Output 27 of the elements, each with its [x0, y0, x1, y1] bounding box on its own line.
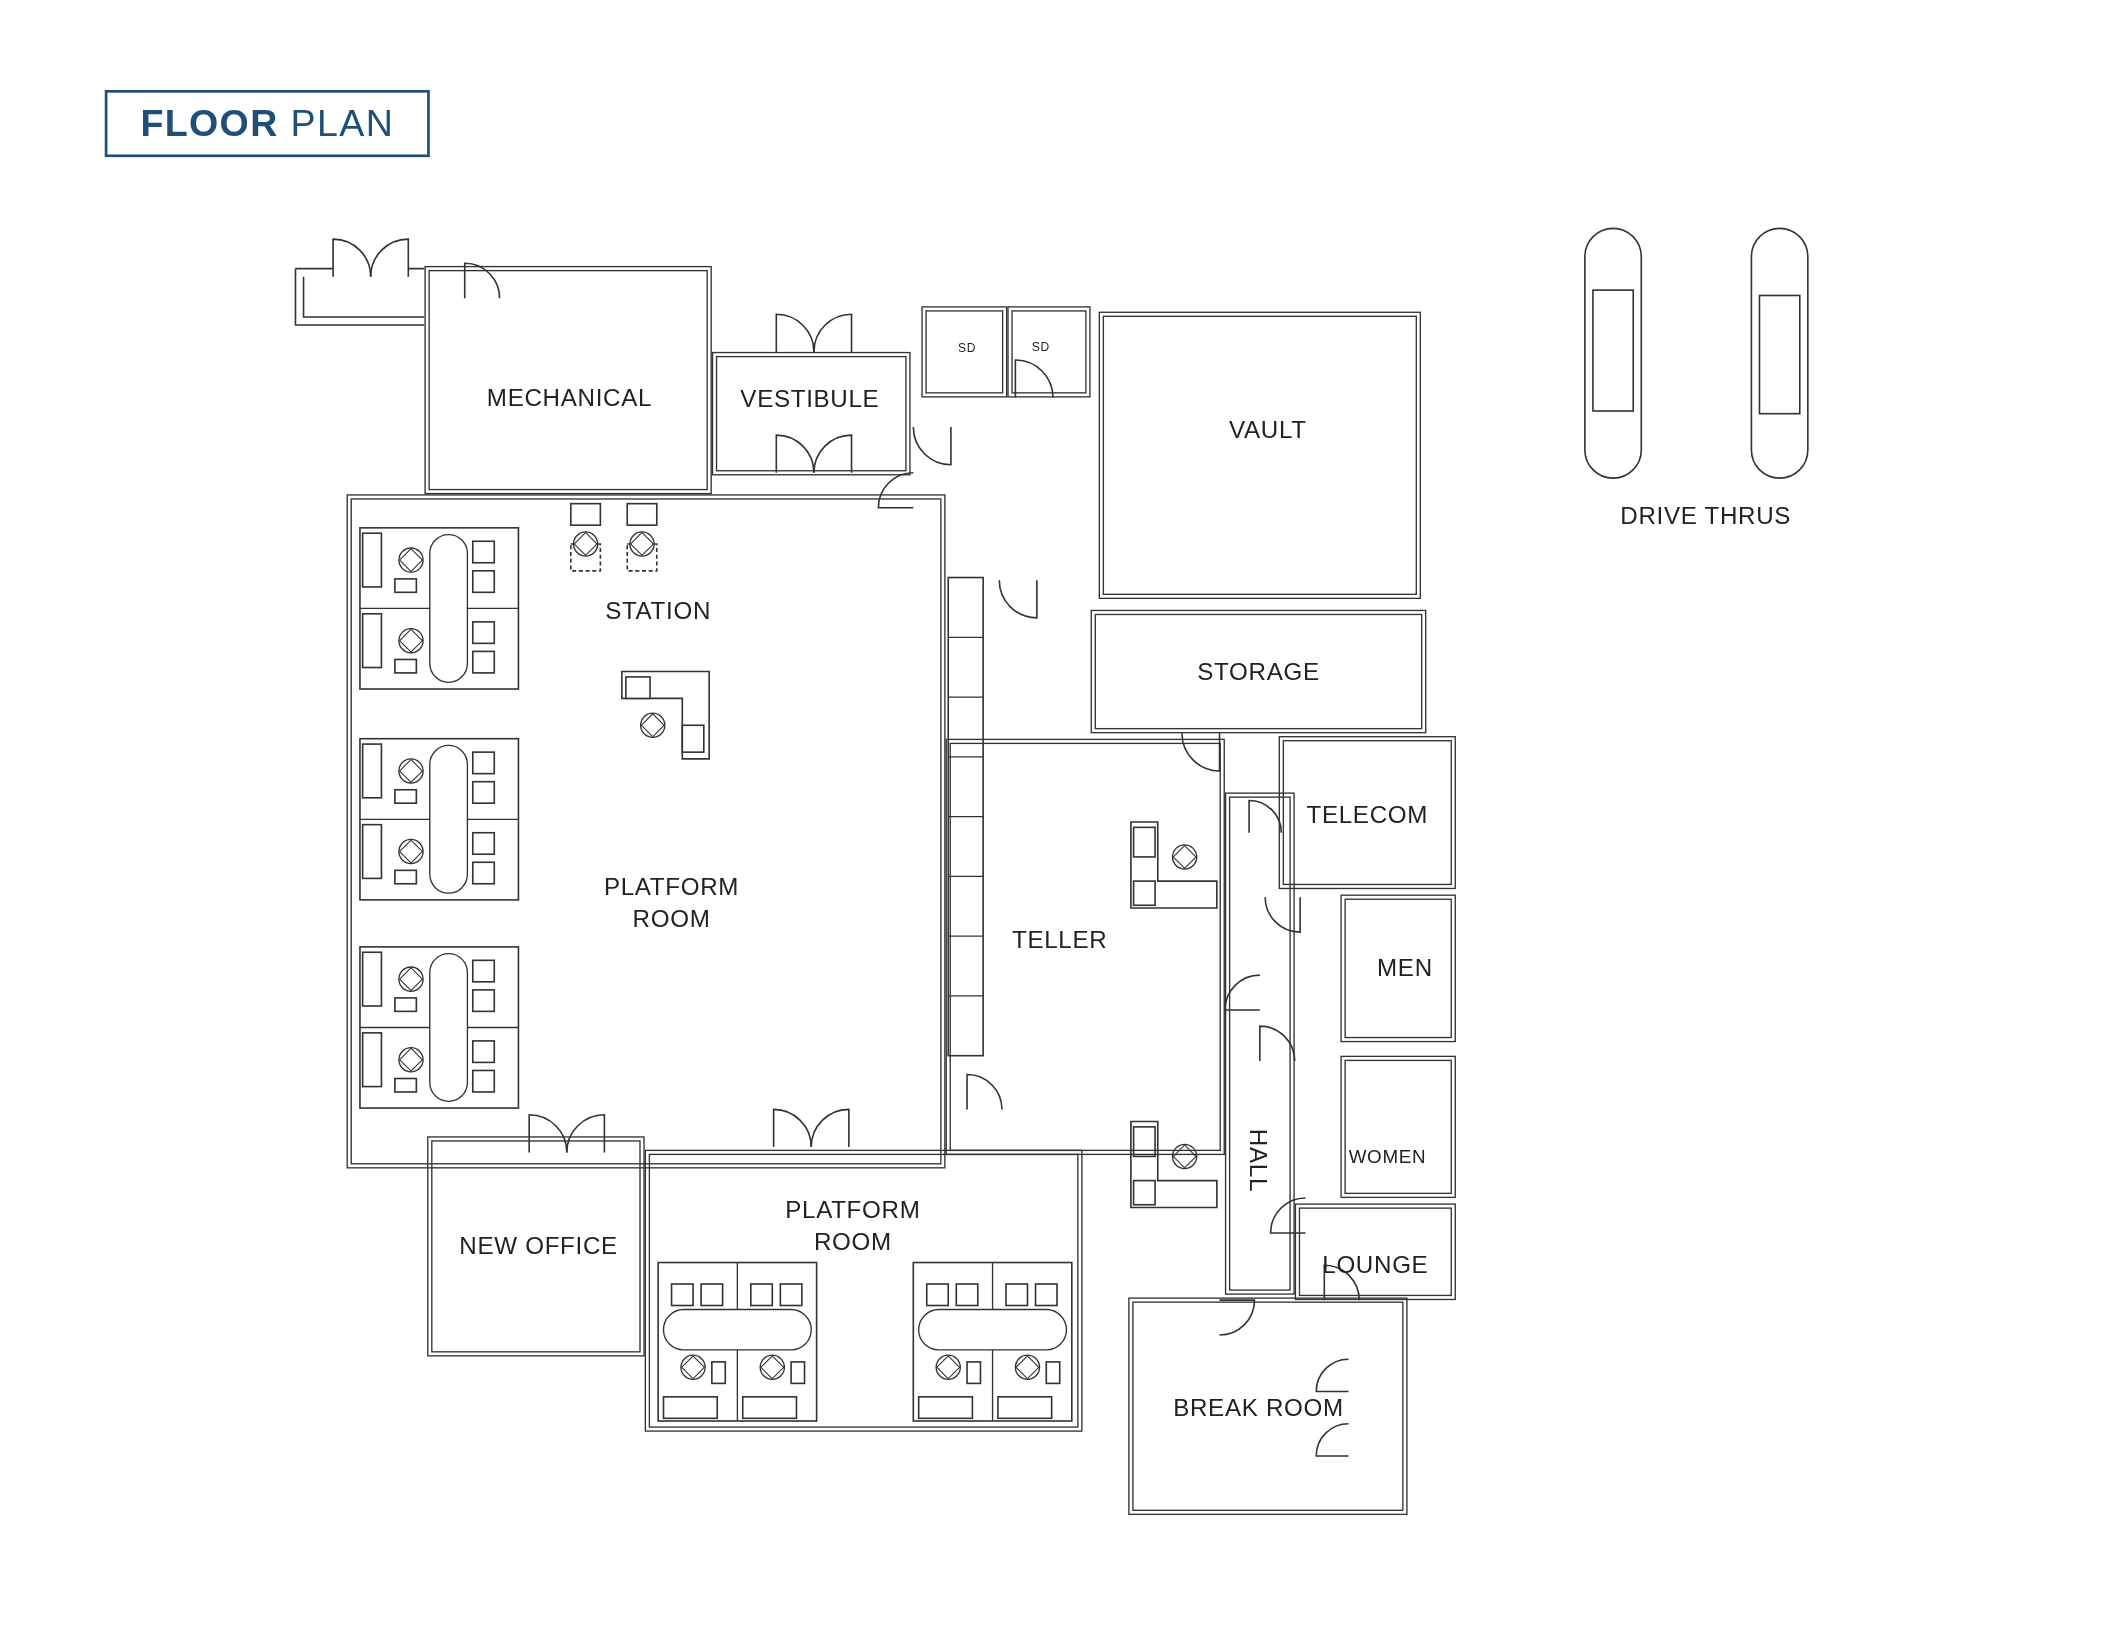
room-label: MECHANICAL	[486, 383, 653, 413]
room-label: SD	[957, 340, 977, 357]
room-label: WOMEN	[1348, 1144, 1427, 1170]
room-label: HALL	[1244, 1128, 1273, 1193]
room-label: SD	[1031, 338, 1050, 356]
room-label: BREAK ROOM	[1173, 1393, 1344, 1423]
room	[1098, 311, 1421, 600]
room	[945, 738, 1225, 1156]
room-label: LOUNGE	[1322, 1250, 1429, 1281]
room	[1090, 609, 1427, 734]
room-label: TELECOM	[1306, 800, 1429, 831]
area-label: DRIVE THRUS	[1620, 501, 1792, 532]
room-label: VESTIBULE	[740, 384, 880, 415]
room-label: STATION	[605, 596, 712, 627]
room-label: NEW OFFICE	[459, 1231, 618, 1262]
room	[424, 265, 712, 495]
room-label: TELLER	[1012, 925, 1108, 956]
room-label: PLATFORM ROOM	[602, 872, 741, 935]
room-label: STORAGE	[1197, 657, 1320, 687]
room-label: PLATFORM ROOM	[784, 1195, 922, 1258]
room	[644, 1149, 1083, 1432]
room-label: MEN	[1377, 953, 1433, 984]
room	[1294, 1203, 1456, 1301]
room-label: VAULT	[1229, 415, 1307, 446]
room	[711, 351, 911, 476]
room	[1340, 1055, 1456, 1199]
title-box: FLOOR PLAN	[104, 90, 430, 158]
